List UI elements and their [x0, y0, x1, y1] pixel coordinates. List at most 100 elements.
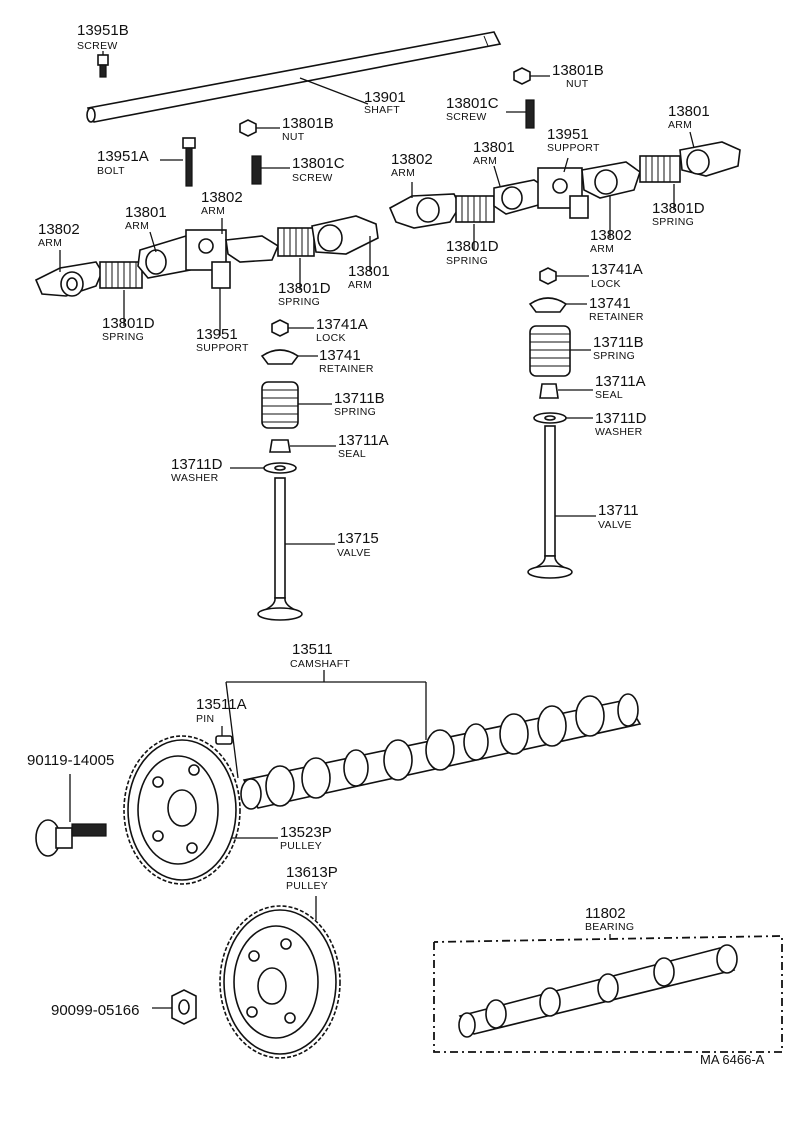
part-description: ARM — [391, 167, 415, 179]
part-number: 13951B — [77, 22, 129, 39]
pin-13511a — [215, 735, 233, 745]
label-p-90099-05166: 90099-05166 — [51, 1002, 139, 1019]
part-description: SCREW — [446, 111, 487, 123]
part-description: SPRING — [593, 350, 635, 362]
leader-13801-topright — [689, 131, 695, 149]
part-description: PULLEY — [286, 880, 328, 892]
retainer-left — [260, 349, 300, 365]
seal-right — [539, 383, 559, 399]
part-number: 13741A — [316, 316, 368, 333]
part-description: SPRING — [278, 296, 320, 308]
part-description: SPRING — [102, 331, 144, 343]
part-number: 13801 — [348, 263, 390, 280]
part-description: ARM — [201, 205, 225, 217]
bearing-11802-box — [433, 935, 783, 1053]
part-description: ARM — [348, 279, 372, 291]
part-description: BEARING — [585, 921, 634, 933]
part-number: 13802 — [38, 221, 80, 238]
part-number: 13613P — [286, 864, 338, 881]
part-description: SHAFT — [364, 104, 400, 116]
part-number: 13741A — [591, 261, 643, 278]
spring-left — [99, 261, 143, 289]
left-valve-stack — [257, 319, 303, 621]
part-number: 13711A — [595, 373, 646, 390]
valve-13711 — [527, 425, 573, 579]
part-description: ARM — [38, 237, 62, 249]
part-description: BOLT — [97, 165, 125, 177]
part-number: 13711B — [593, 334, 644, 351]
screw-13801c-left — [251, 155, 262, 185]
part-labels: 13951BSCREW13901SHAFT13801BNUT13801CSCRE… — [27, 22, 710, 1019]
part-number: 13523P — [280, 824, 332, 841]
part-description: CAMSHAFT — [290, 658, 350, 670]
part-number: 13951 — [196, 326, 238, 343]
nut-13801b-top — [513, 67, 531, 85]
part-number: 90099-05166 — [51, 1002, 139, 1019]
part-number: 13711B — [334, 390, 385, 407]
retainer-right — [528, 297, 568, 313]
part-number: 13511A — [196, 696, 247, 713]
spring-topright — [639, 155, 681, 183]
pulley-13613p — [219, 905, 341, 1059]
part-number: 13951 — [547, 126, 589, 143]
spring-center — [277, 227, 315, 257]
part-description: ARM — [590, 243, 614, 255]
part-number: 90119-14005 — [27, 752, 114, 769]
part-number: 13802 — [391, 151, 433, 168]
lock-right — [539, 267, 557, 285]
part-description: SEAL — [338, 448, 366, 460]
screw-13951b — [97, 54, 109, 78]
part-number: 13711 — [598, 502, 639, 519]
part-number: 13715 — [337, 530, 379, 547]
part-description: NUT — [566, 78, 589, 90]
lock-left — [271, 319, 289, 337]
part-number: 13801D — [102, 315, 155, 332]
part-description: SPRING — [446, 255, 488, 267]
valve-13715 — [257, 477, 303, 621]
screw-13801c-top — [525, 99, 535, 129]
part-number: 13801B — [282, 115, 334, 132]
part-description: LOCK — [591, 278, 621, 290]
part-number: 13711D — [595, 410, 647, 427]
part-description: ARM — [125, 220, 149, 232]
part-number: 13802 — [590, 227, 632, 244]
camshaft-13511 — [240, 693, 642, 810]
bolt-90119-14005 — [35, 819, 107, 857]
part-description: LOCK — [316, 332, 346, 344]
part-description: SPRING — [652, 216, 694, 228]
part-number: 13802 — [201, 189, 243, 206]
part-number: 13711D — [171, 456, 223, 473]
part-number: 13711A — [338, 432, 389, 449]
part-number: 13801 — [125, 204, 167, 221]
part-description: PULLEY — [280, 840, 322, 852]
part-number: 13511 — [292, 641, 333, 658]
part-number: 13741 — [319, 347, 361, 364]
pulley-13523p — [123, 735, 241, 885]
spring-valve-right — [529, 325, 571, 377]
